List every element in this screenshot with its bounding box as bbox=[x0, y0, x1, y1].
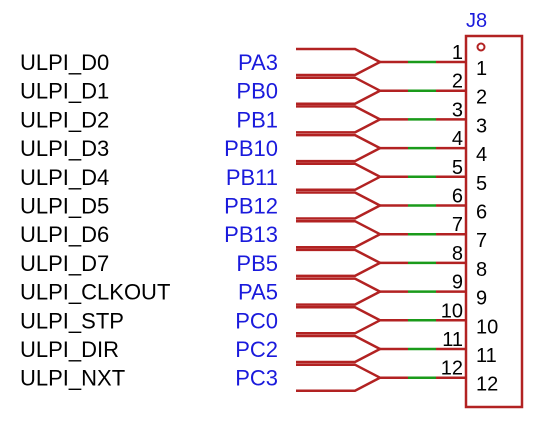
pin-label: 1 bbox=[476, 58, 487, 80]
port-label: PA3 bbox=[238, 50, 278, 75]
port-label: PB12 bbox=[224, 194, 278, 219]
net-flag bbox=[296, 306, 383, 335]
port-label: PB5 bbox=[236, 251, 278, 276]
signal-row: ULPI_NXT PC3 12 12 bbox=[20, 358, 498, 396]
net-flag bbox=[296, 363, 383, 392]
pin-label: 9 bbox=[476, 288, 487, 310]
signal-row: ULPI_CLKOUT PA5 99 bbox=[20, 272, 487, 310]
net-flag bbox=[296, 334, 383, 364]
port-label: PB11 bbox=[226, 165, 278, 190]
signal-label: ULPI_NXT bbox=[20, 366, 125, 391]
signal-row: ULPI_D3 PB10 44 bbox=[20, 128, 487, 166]
signal-row: ULPI_D0 PA3 11 bbox=[20, 42, 487, 80]
pin-number: 12 bbox=[441, 358, 463, 380]
net-flag bbox=[296, 219, 383, 249]
pin-label: 3 bbox=[476, 115, 487, 137]
pin-label: 12 bbox=[476, 374, 498, 396]
port-label: PB13 bbox=[224, 222, 278, 247]
pin-label: 5 bbox=[476, 173, 487, 195]
connector-designator: J8 bbox=[466, 10, 487, 32]
pin-number: 11 bbox=[442, 329, 463, 351]
signal-label: ULPI_D0 bbox=[20, 50, 109, 75]
pin-number: 8 bbox=[452, 243, 463, 265]
pin-label: 4 bbox=[476, 144, 487, 166]
pin-label: 2 bbox=[476, 87, 487, 109]
signal-label: ULPI_D6 bbox=[20, 222, 109, 247]
net-flag bbox=[296, 105, 383, 134]
net-flag bbox=[296, 47, 383, 77]
signal-label: ULPI_DIR bbox=[20, 337, 119, 362]
port-label: PB1 bbox=[236, 107, 278, 132]
pin-label: 10 bbox=[476, 316, 498, 338]
signal-row: ULPI_D4 PB11 55 bbox=[20, 157, 487, 195]
pin-label: 8 bbox=[476, 259, 487, 281]
port-label: PB10 bbox=[224, 136, 278, 161]
pin-number: 1 bbox=[452, 42, 463, 64]
pin-number: 4 bbox=[452, 128, 463, 150]
connector-body bbox=[464, 34, 524, 409]
signal-row: ULPI_D5 PB12 66 bbox=[20, 186, 487, 224]
port-label: PC3 bbox=[235, 366, 278, 391]
pin-label: 6 bbox=[476, 202, 487, 224]
port-label: PC0 bbox=[235, 308, 278, 333]
pin-number: 6 bbox=[452, 186, 463, 208]
pin-label: 7 bbox=[476, 230, 487, 252]
signal-row: ULPI_D2 PB1 33 bbox=[20, 99, 487, 137]
net-flag bbox=[296, 191, 383, 220]
signal-label: ULPI_D1 bbox=[20, 79, 109, 104]
signal-label: ULPI_D2 bbox=[20, 107, 109, 132]
signal-label: ULPI_D5 bbox=[20, 194, 109, 219]
signal-row: ULPI_D6 PB13 77 bbox=[20, 214, 487, 252]
net-flag bbox=[296, 133, 383, 163]
signal-label: ULPI_D4 bbox=[20, 165, 109, 190]
signal-label: ULPI_D7 bbox=[20, 251, 109, 276]
pin1-marker-icon bbox=[476, 42, 486, 52]
pin-label: 11 bbox=[476, 345, 497, 367]
pin-number: 2 bbox=[452, 71, 463, 93]
net-flag bbox=[296, 277, 383, 306]
port-label: PA5 bbox=[238, 280, 278, 305]
connector-j8: J8 bbox=[464, 10, 524, 409]
net-flag bbox=[296, 248, 383, 278]
pin-number: 9 bbox=[452, 272, 463, 294]
signal-label: ULPI_D3 bbox=[20, 136, 109, 161]
net-flag bbox=[296, 76, 383, 105]
port-label: PC2 bbox=[235, 337, 278, 362]
signal-row: ULPI_STP PC0 10 10 bbox=[20, 300, 498, 338]
net-flag bbox=[296, 162, 383, 192]
signal-label: ULPI_CLKOUT bbox=[20, 280, 170, 305]
signal-row: ULPI_D7 PB5 88 bbox=[20, 243, 487, 281]
pin-number: 5 bbox=[452, 157, 463, 179]
signal-row: ULPI_D1 PB0 22 bbox=[20, 71, 487, 109]
pin-number: 10 bbox=[441, 300, 463, 322]
pin-number: 7 bbox=[452, 214, 463, 236]
signal-row: ULPI_DIR PC2 11 11 bbox=[20, 329, 497, 367]
signal-label: ULPI_STP bbox=[20, 308, 124, 333]
pin-number: 3 bbox=[452, 99, 463, 121]
port-label: PB0 bbox=[236, 79, 278, 104]
